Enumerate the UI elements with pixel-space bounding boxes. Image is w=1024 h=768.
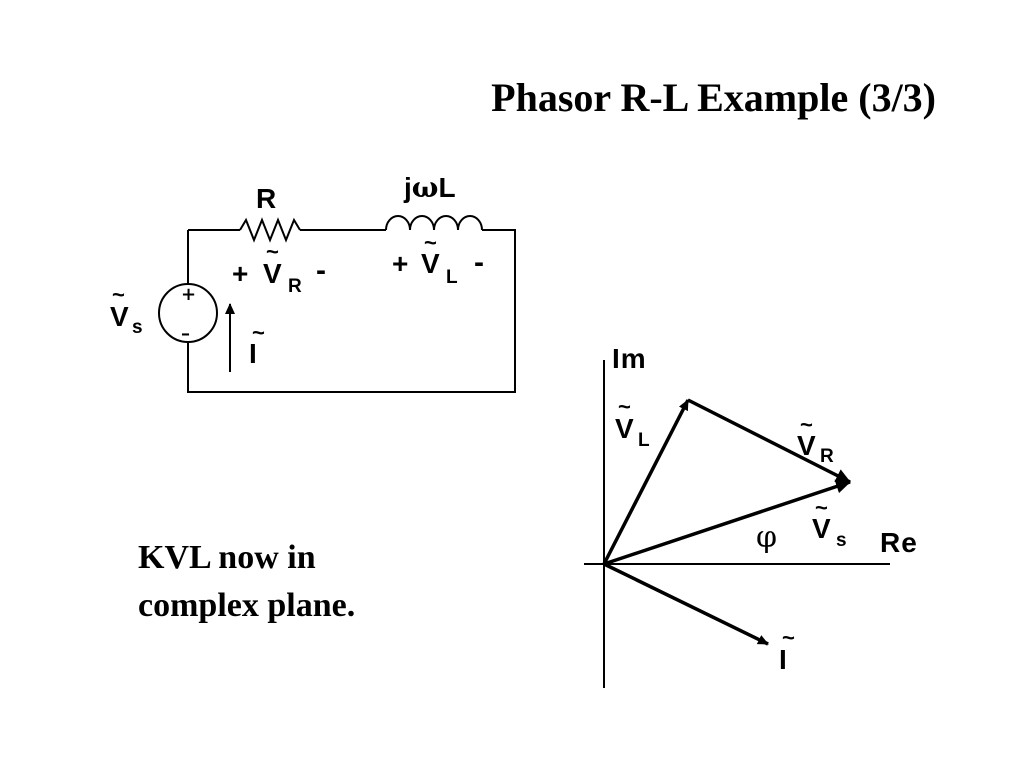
vr-tilde: ~ <box>266 239 279 264</box>
circuit-wire-top-left <box>187 229 240 285</box>
source-minus-sign: – <box>181 323 190 344</box>
axis-im-label: Im <box>612 343 647 374</box>
voltage-source-symbol <box>158 283 218 343</box>
vr-minus-sign: - <box>316 254 326 287</box>
vr-plus-sign: + <box>232 258 248 289</box>
phasor-vs-subscript: s <box>836 530 847 551</box>
vs-subscript: s <box>132 317 143 338</box>
phasor-vs-tilde: ~ <box>815 495 828 520</box>
phasor-vr-arrow <box>687 398 851 484</box>
inductor-symbol <box>385 215 483 231</box>
inductor-label-j: j <box>403 172 412 203</box>
current-tilde: ~ <box>252 320 265 345</box>
phasor-i-tilde: ~ <box>782 625 795 650</box>
phasor-vr-tilde: ~ <box>800 412 813 437</box>
vl-symbol: V <box>421 248 440 279</box>
vl-plus-sign: + <box>392 248 408 279</box>
vs-tilde: ~ <box>112 282 125 307</box>
phasor-vs-arrow <box>603 479 851 566</box>
kvl-note-line-1: KVL now in <box>138 539 316 576</box>
current-symbol: I <box>249 338 257 369</box>
phasor-i-symbol: I <box>779 644 787 675</box>
vl-minus-sign: - <box>474 246 484 279</box>
phasor-i-arrow <box>603 562 769 646</box>
phasor-vl-symbol: V <box>615 413 634 444</box>
phase-angle-label: φ <box>756 520 777 555</box>
source-plus-sign: + <box>181 284 196 305</box>
phasor-diagram <box>584 360 890 688</box>
circuit-wire-right <box>187 229 516 393</box>
vl-tilde: ~ <box>424 230 437 255</box>
kvl-note: KVL now in complex plane. <box>138 534 355 630</box>
phasor-vl-tilde: ~ <box>618 394 631 419</box>
resistor-label: R <box>256 183 276 214</box>
inductor-label-L: L <box>438 172 455 203</box>
slide-title: Phasor R-L Example (3/3) <box>491 75 936 120</box>
phasor-vr-subscript: R <box>820 446 834 467</box>
vr-symbol: V <box>263 258 282 289</box>
phasor-vl-arrow <box>602 399 690 565</box>
inductor-label-omega: ω <box>412 171 439 204</box>
phasor-vl-subscript: L <box>638 430 650 451</box>
vl-subscript: L <box>446 267 458 288</box>
rl-circuit <box>158 215 516 393</box>
resistor-symbol <box>239 217 301 243</box>
axis-re-label: Re <box>880 527 918 558</box>
vs-symbol: V <box>110 301 129 332</box>
inductor-label: jωL <box>403 171 456 204</box>
phasor-vr-symbol: V <box>797 430 816 461</box>
kvl-note-line-2: complex plane. <box>138 587 356 624</box>
phasor-vs-symbol: V <box>812 513 831 544</box>
vr-subscript: R <box>288 276 302 297</box>
